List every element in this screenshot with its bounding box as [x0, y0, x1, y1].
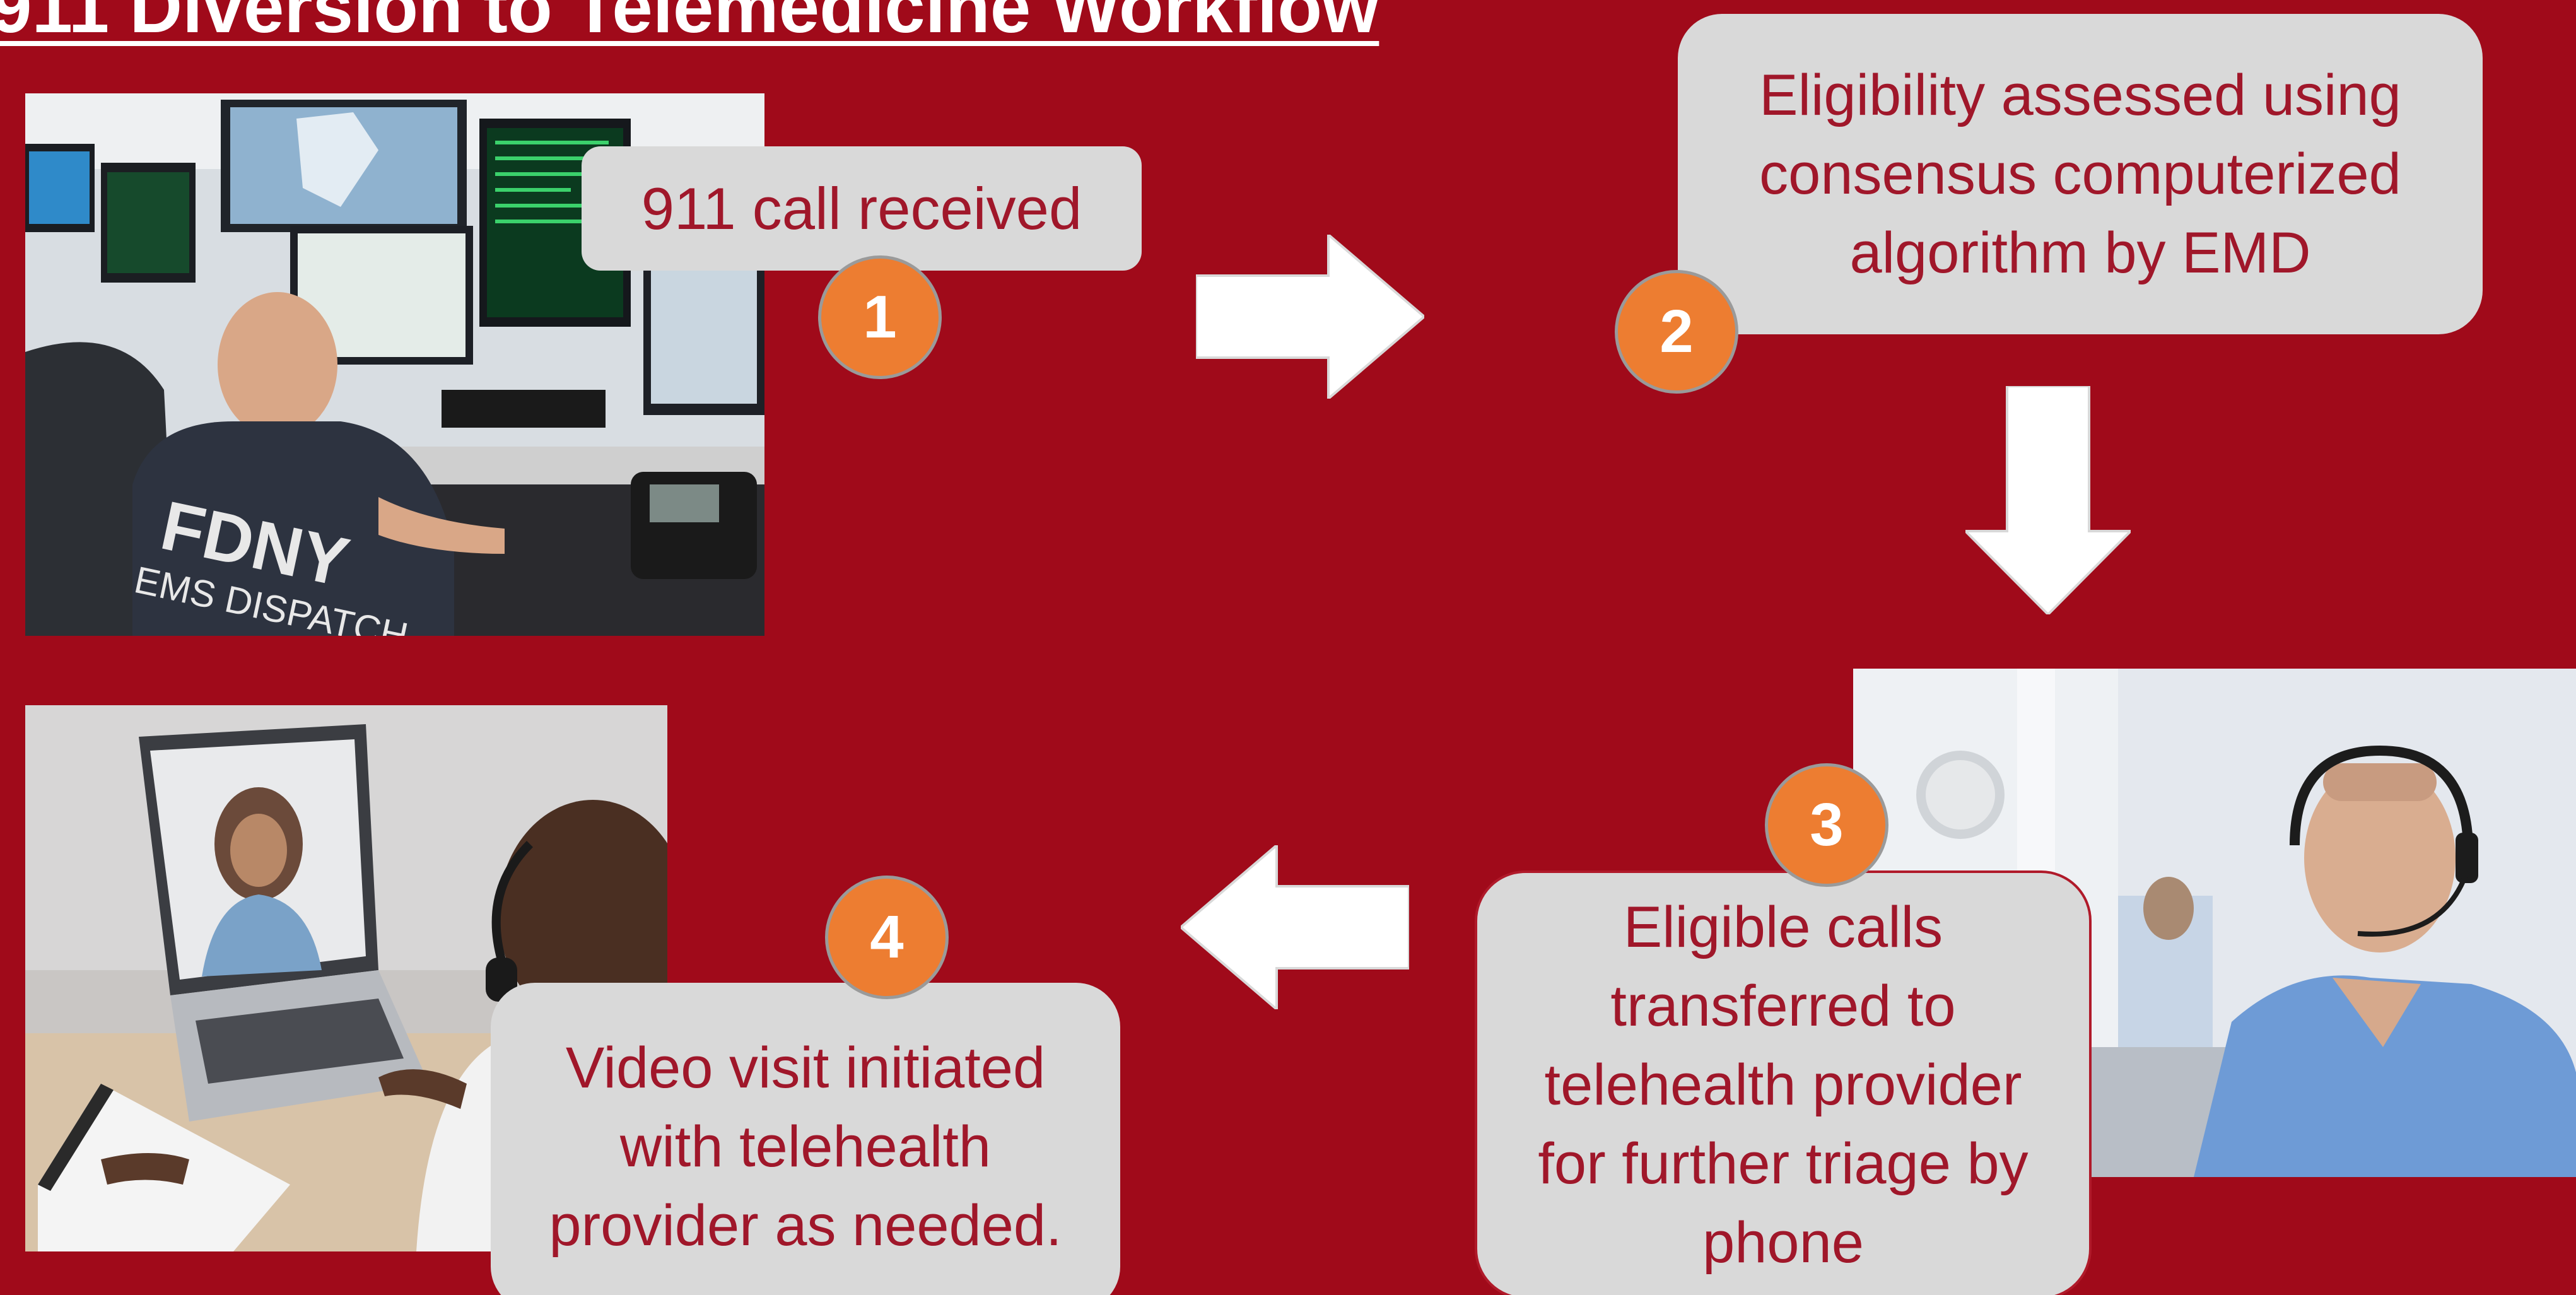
right-arrow-icon: [1196, 235, 1424, 399]
step-3-line: for further triage by: [1538, 1131, 2029, 1196]
step-3-line: telehealth provider: [1544, 1052, 2022, 1117]
step-3-line: transferred to: [1610, 973, 1956, 1038]
step-3-line: Eligible calls: [1623, 894, 1943, 959]
step-1-box: 911 call received: [582, 146, 1142, 271]
step-4-line: with telehealth: [619, 1114, 992, 1179]
step-2-line: consensus computerized: [1759, 141, 2401, 206]
step-2-line: Eligibility assessed using: [1759, 62, 2401, 127]
step-4-number-badge: 4: [825, 876, 949, 999]
step-4-line: Video visit initiated: [565, 1035, 1046, 1100]
step-3-number-badge: 3: [1765, 763, 1888, 887]
step-2-number-badge: 2: [1615, 270, 1738, 394]
step-3-box: Eligible calls transferred to telehealth…: [1475, 870, 2092, 1295]
step-1-text: 911 call received: [641, 175, 1082, 242]
step-2-box: Eligibility assessed using consensus com…: [1678, 14, 2483, 334]
step-3-line: phone: [1702, 1210, 1864, 1275]
step-2-line: algorithm by EMD: [1849, 220, 2311, 285]
page-title: 911 Diversion to Telemedicine Workflow: [0, 0, 1379, 48]
step-4-line: provider as needed.: [549, 1193, 1062, 1258]
down-arrow-icon: [1965, 386, 2131, 614]
left-arrow-icon: [1181, 845, 1409, 1009]
step-4-box: Video visit initiated with telehealth pr…: [491, 983, 1120, 1295]
step-1-number-badge: 1: [818, 255, 942, 379]
